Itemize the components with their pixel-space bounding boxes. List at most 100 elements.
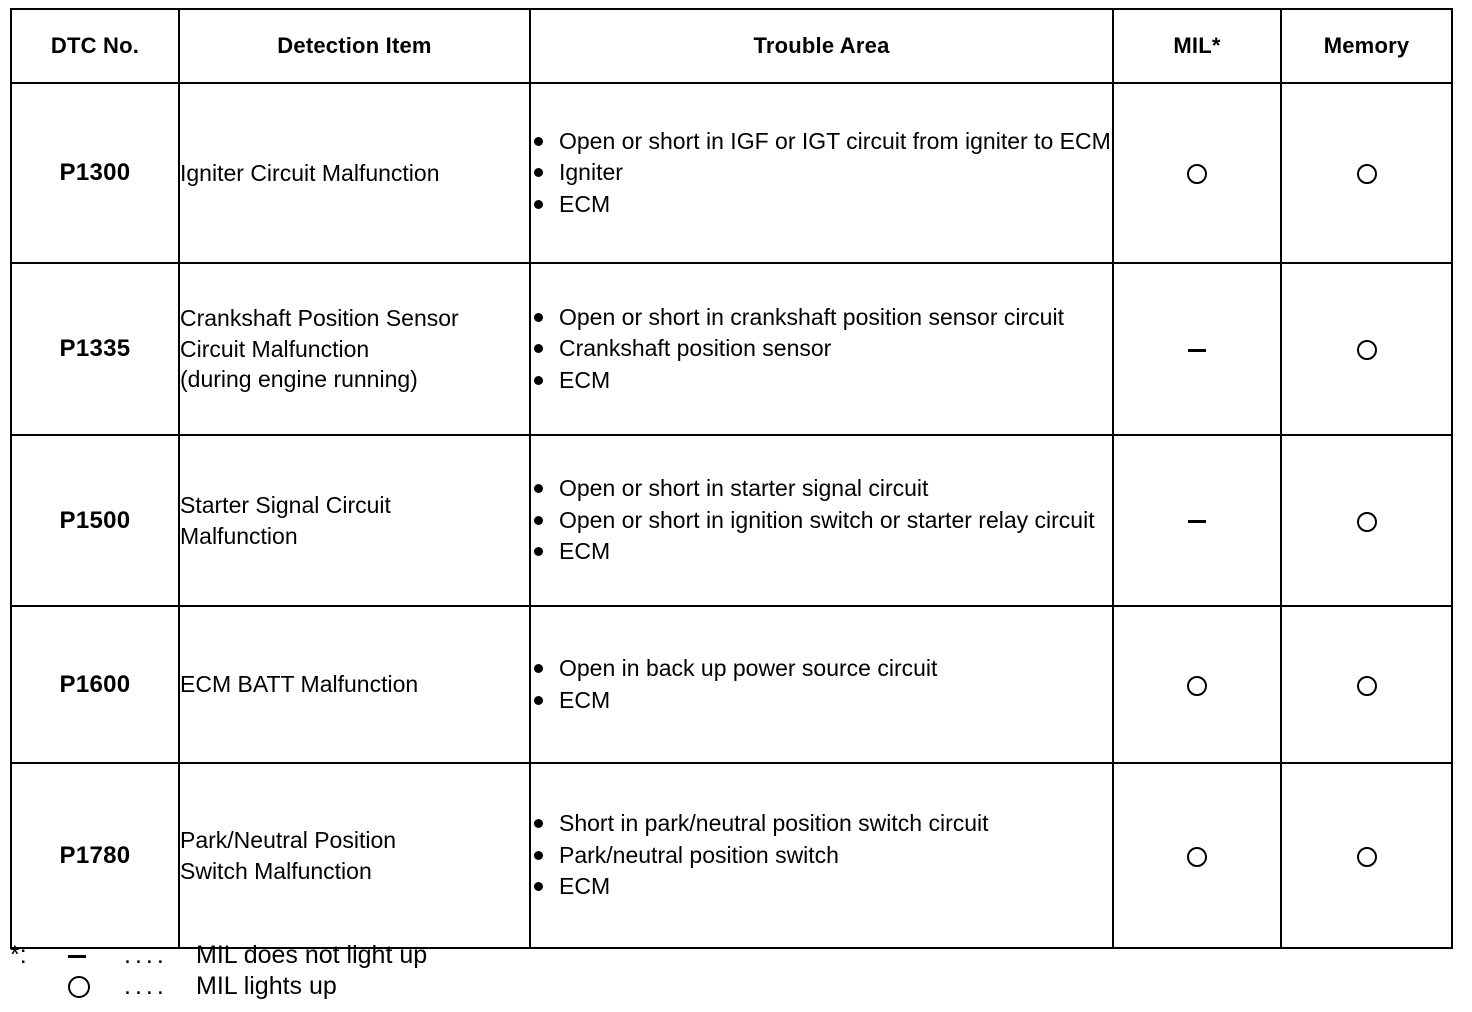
- trouble-area-item-text: Park/neutral position switch: [559, 841, 839, 868]
- detection-item-line: (during engine running): [180, 366, 418, 393]
- trouble-area-item: Open or short in starter signal circuit: [531, 473, 1112, 504]
- cell-mil-status: [1112, 762, 1282, 949]
- cell-dtc-no: P1780: [10, 762, 180, 949]
- detection-item-line: Switch Malfunction: [180, 857, 372, 884]
- cell-trouble-area: Short in park/neutral position switch ci…: [529, 762, 1114, 949]
- trouble-area-item: Open in back up power source circuit: [531, 653, 1112, 684]
- bullet-icon: [534, 850, 543, 860]
- trouble-area-item-text: Open or short in ignition switch or star…: [559, 506, 1095, 533]
- footnote-line: *:.... MIL does not light up: [10, 940, 710, 971]
- trouble-area-item: Crankshaft position sensor: [531, 333, 1112, 364]
- detection-item-line: ECM BATT Malfunction: [180, 671, 419, 698]
- column-header-trouble-area: Trouble Area: [529, 8, 1114, 84]
- bullet-icon: [534, 375, 543, 385]
- mil-lights-up-icon: [1187, 846, 1207, 867]
- cell-mil-status: [1112, 434, 1282, 607]
- detection-item-line: Malfunction: [180, 522, 298, 549]
- cell-mil-status: [1112, 605, 1282, 764]
- dtc-table: DTC No. Detection Item Trouble Area MIL*…: [10, 8, 1453, 949]
- trouble-area-item-text: Short in park/neutral position switch ci…: [559, 810, 989, 837]
- cell-trouble-area: Open or short in crankshaft position sen…: [529, 262, 1114, 436]
- mil-lights-up-icon: [1187, 675, 1207, 696]
- detection-item-line: Crankshaft Position Sensor: [180, 304, 459, 331]
- cell-dtc-no: P1600: [10, 605, 180, 764]
- trouble-area-item: Short in park/neutral position switch ci…: [531, 808, 1112, 839]
- detection-item-line: Starter Signal Circuit: [180, 491, 391, 518]
- footnote-dots: ....: [124, 941, 168, 969]
- memory-stored-icon: [1356, 511, 1377, 532]
- trouble-area-item: Park/neutral position switch: [531, 840, 1112, 871]
- cell-dtc-no: P1500: [10, 434, 180, 607]
- trouble-area-item: Open or short in IGF or IGT circuit from…: [531, 126, 1112, 157]
- footnote-marker: [10, 971, 68, 1002]
- trouble-area-list: Open or short in IGF or IGT circuit from…: [531, 126, 1112, 220]
- cell-detection-item: Igniter Circuit Malfunction: [178, 82, 531, 264]
- footnote-symbol: [68, 940, 124, 971]
- bullet-icon: [534, 882, 543, 892]
- bullet-icon: [534, 199, 543, 209]
- trouble-area-item-text: ECM: [559, 873, 611, 900]
- bullet-icon: [534, 819, 543, 829]
- memory-stored-icon: [1356, 846, 1377, 867]
- trouble-area-list: Short in park/neutral position switch ci…: [531, 808, 1112, 902]
- trouble-area-item-text: ECM: [559, 686, 611, 713]
- trouble-area-item-text: Open or short in starter signal circuit: [559, 475, 929, 502]
- dash-legend-icon: [68, 954, 86, 958]
- trouble-area-item-text: Open or short in crankshaft position sen…: [559, 303, 1064, 330]
- circle-legend-icon: [68, 975, 90, 998]
- column-header-detection-item: Detection Item: [178, 8, 531, 84]
- bullet-icon: [534, 312, 543, 322]
- trouble-area-item-text: Open or short in IGF or IGT circuit from…: [559, 127, 1111, 154]
- bullet-icon: [534, 663, 543, 673]
- column-header-dtc-no: DTC No.: [10, 8, 180, 84]
- trouble-area-item: ECM: [531, 365, 1112, 396]
- cell-dtc-no: P1300: [10, 82, 180, 264]
- footnote-text: MIL does not light up: [196, 941, 428, 969]
- trouble-area-item: Igniter: [531, 157, 1112, 188]
- cell-memory-status: [1280, 434, 1453, 607]
- footnote-symbol: [68, 971, 124, 1002]
- column-header-memory: Memory: [1280, 8, 1453, 84]
- cell-mil-status: [1112, 82, 1282, 264]
- trouble-area-item-text: Open in back up power source circuit: [559, 654, 938, 681]
- trouble-area-item: Open or short in crankshaft position sen…: [531, 302, 1112, 333]
- trouble-area-item-text: Igniter: [559, 159, 623, 186]
- trouble-area-item-text: ECM: [559, 366, 611, 393]
- mil-does-not-light-up-icon: [1188, 520, 1206, 524]
- cell-trouble-area: Open or short in IGF or IGT circuit from…: [529, 82, 1114, 264]
- cell-memory-status: [1280, 262, 1453, 436]
- footnote: *:.... MIL does not light up ....MIL ligh…: [10, 940, 710, 1001]
- bullet-icon: [534, 695, 543, 705]
- footnote-text: MIL lights up: [196, 971, 337, 1000]
- cell-memory-status: [1280, 605, 1453, 764]
- trouble-area-item-text: Crankshaft position sensor: [559, 335, 832, 362]
- cell-dtc-no: P1335: [10, 262, 180, 436]
- detection-item-line: Igniter Circuit Malfunction: [180, 159, 440, 186]
- trouble-area-item: ECM: [531, 871, 1112, 902]
- header-row: DTC No. Detection Item Trouble Area MIL*…: [10, 8, 1453, 84]
- footnote-line: ....MIL lights up: [10, 971, 710, 1002]
- bullet-icon: [534, 484, 543, 494]
- footnote-marker: *:: [10, 941, 27, 969]
- cell-detection-item: ECM BATT Malfunction: [178, 605, 531, 764]
- cell-memory-status: [1280, 82, 1453, 264]
- trouble-area-item-text: ECM: [559, 538, 611, 565]
- trouble-area-item-text: ECM: [559, 190, 611, 217]
- mil-lights-up-icon: [1187, 164, 1207, 185]
- mil-does-not-light-up-icon: [1188, 348, 1206, 352]
- trouble-area-item: Open or short in ignition switch or star…: [531, 505, 1112, 536]
- trouble-area-item: ECM: [531, 685, 1112, 716]
- detection-item-line: Park/Neutral Position: [180, 826, 397, 853]
